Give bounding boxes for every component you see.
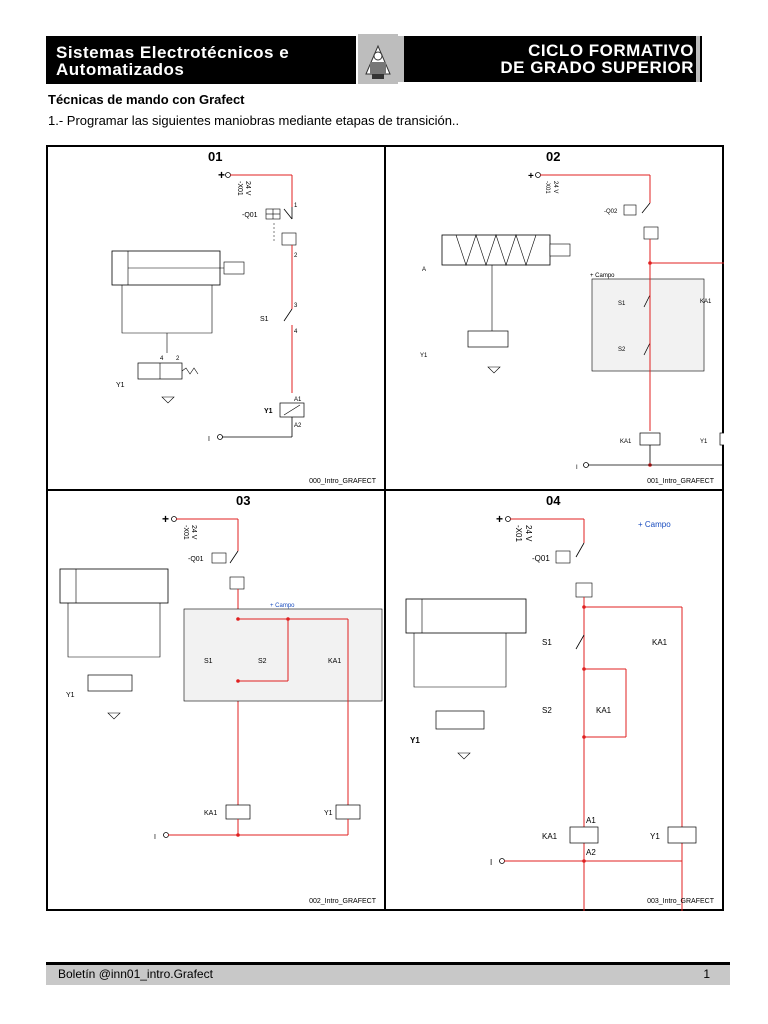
header-right-line2: DE GRADO SUPERIOR: [500, 58, 694, 77]
ka1-contact-b-label-04: KA1: [652, 638, 668, 647]
ka1-coil-label-03: KA1: [204, 810, 217, 817]
ka1-contact-label-03: KA1: [328, 658, 341, 665]
supply-i-label-02: I: [576, 465, 578, 471]
diagram-grid: + -X01 24 V 1 -Q01 2: [46, 145, 724, 911]
page-footer: Boletín @inn01_intro.Grafect 1: [46, 962, 730, 985]
s2-label-04: S2: [542, 706, 552, 715]
a1-label-01: A1: [294, 397, 302, 403]
ka1-coil-label-02: KA1: [620, 439, 632, 445]
diagram-number-04: 04: [546, 493, 561, 508]
supply-plus: +: [218, 168, 225, 182]
supply-i-label-01: I: [208, 436, 210, 443]
footer-page-number: 1: [703, 967, 710, 981]
campo-label-03: + Campo: [270, 603, 295, 609]
diagram-foot-03: 002_Intro_GRAFECT: [309, 898, 376, 905]
ka1-contact-label-02: KA1: [700, 299, 712, 305]
supply-i-label-03: I: [154, 834, 156, 841]
s1-label-01: S1: [260, 316, 269, 323]
diagram-cell-01: + -X01 24 V 1 -Q01 2: [47, 146, 385, 490]
valve-y1-label-02: Y1: [420, 353, 428, 359]
valve-y1-label: Y1: [116, 382, 125, 389]
valve-a-label: A: [422, 267, 426, 273]
voltage-label-04: 24 V: [524, 525, 533, 542]
supply-label: -X01: [236, 181, 243, 196]
a1-label-04: A1: [586, 816, 596, 825]
s1-label-04: S1: [542, 638, 552, 647]
y1-coil-label-03: Y1: [324, 810, 333, 817]
logo-icon: [358, 34, 398, 84]
diagram-cell-04: + -X01 24 V + Campo -Q01 Y1 S1: [385, 490, 723, 911]
diagram-number-01: 01: [208, 149, 223, 164]
header-left-line1: Sistemas Electrotécnicos e: [56, 43, 290, 62]
svg-text:1: 1: [294, 203, 298, 209]
supply-label-04: -X01: [514, 525, 523, 542]
valve-y1-label-03: Y1: [66, 692, 75, 699]
supply-plus-02: +: [528, 171, 534, 182]
y1-coil-label-02: Y1: [700, 439, 708, 445]
header-right-banner: CICLO FORMATIVO DE GRADO SUPERIOR: [398, 36, 702, 82]
supply-i-label-04: I: [490, 858, 492, 867]
s1-label-02: S1: [618, 301, 626, 307]
s2-label-03: S2: [258, 658, 267, 665]
task-text: 1.- Programar las siguientes maniobras m…: [48, 113, 460, 128]
svg-text:2: 2: [176, 356, 180, 362]
diagram-cell-02: + -X01 24 V -Q02 A Y1 + Campo S1: [385, 146, 724, 490]
supply-plus-04: +: [496, 512, 503, 526]
diagram-04-schematic: + -X01 24 V + Campo -Q01 Y1 S1: [405, 512, 697, 911]
header-left-title: Sistemas Electrotécnicos e Automatizados: [56, 44, 289, 78]
ka1-contact-a-label-04: KA1: [596, 706, 612, 715]
y1-coil-label-04: Y1: [650, 832, 660, 841]
campo-label-04: + Campo: [638, 520, 671, 529]
header-left-banner: Sistemas Electrotécnicos e Automatizados: [46, 36, 356, 84]
breaker-label-04: -Q01: [532, 554, 550, 563]
diagram-cell-03: + -X01 24 V -Q01 Y1 + Campo: [47, 490, 385, 910]
voltage-label-02: 24 V: [552, 181, 558, 193]
page-subtitle: Técnicas de mando con Grafect: [48, 92, 245, 107]
header-divider: [398, 36, 402, 82]
supply-plus-03: +: [162, 512, 169, 526]
header-right-line1: CICLO FORMATIVO: [528, 41, 694, 60]
diagram-foot-04: 003_Intro_GRAFECT: [647, 898, 714, 905]
header-right-edge: [696, 36, 700, 82]
diagram-number-03: 03: [236, 493, 251, 508]
breaker-label: -Q01: [242, 212, 258, 219]
supply-label-02: -X01: [544, 181, 550, 194]
valve-y1-label-04: Y1: [410, 736, 420, 745]
voltage-label-03: 24 V: [190, 525, 197, 540]
voltage-label: 24 V: [244, 181, 251, 196]
diagram-foot-01: 000_Intro_GRAFECT: [309, 478, 376, 485]
supply-label-03: -X01: [182, 525, 189, 540]
coil-y1-label-01: Y1: [264, 408, 273, 415]
ka1-coil-label-04: KA1: [542, 832, 558, 841]
diagram-01-schematic: + -X01 24 V 1 -Q01 2: [111, 168, 305, 443]
header-left-line2: Automatizados: [56, 60, 185, 79]
svg-text:4: 4: [160, 356, 164, 362]
header-right-title: CICLO FORMATIVO DE GRADO SUPERIOR: [500, 42, 694, 76]
a2-label-04: A2: [586, 848, 596, 857]
breaker-label-03: -Q01: [188, 556, 204, 563]
svg-text:4: 4: [294, 329, 298, 335]
diagram-03-schematic: + -X01 24 V -Q01 Y1 + Campo: [59, 512, 383, 841]
footer-left-text: Boletín @inn01_intro.Grafect: [58, 967, 213, 981]
diagram-foot-02: 001_Intro_GRAFECT: [647, 478, 714, 485]
s2-label-02: S2: [618, 347, 626, 353]
diagram-number-02: 02: [546, 149, 561, 164]
campo-label-02: + Campo: [590, 273, 615, 279]
svg-text:2: 2: [294, 253, 298, 259]
diagram-02-schematic: + -X01 24 V -Q02 A Y1 + Campo S1: [420, 171, 724, 471]
a2-label-01: A2: [294, 423, 302, 429]
breaker-label-02: -Q02: [604, 209, 618, 215]
s1-label-03: S1: [204, 658, 213, 665]
svg-text:3: 3: [294, 303, 298, 309]
